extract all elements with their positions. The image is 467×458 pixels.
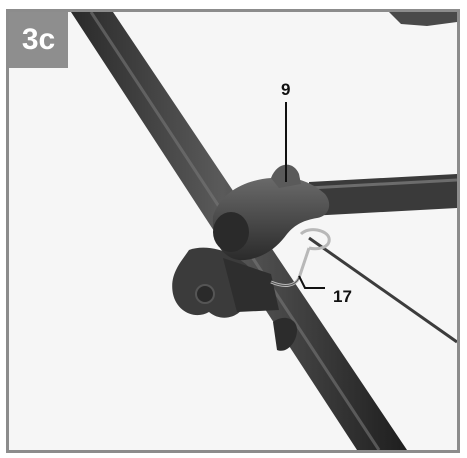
handle-end [213, 212, 249, 252]
wire [308, 236, 457, 344]
leader-line-17 [298, 275, 325, 289]
callout-wire-clip-number: 17 [333, 287, 352, 306]
background-object [389, 12, 457, 26]
photo-frame: 3c 9 17 [6, 9, 460, 453]
clamp-bracket [223, 258, 279, 312]
product-photo [9, 12, 457, 450]
callout-handle-number: 9 [281, 80, 291, 99]
step-label: 3c [9, 12, 68, 68]
tube-right-highlight [308, 178, 457, 190]
knob-bolt [195, 284, 215, 304]
latch [273, 317, 297, 351]
wire-clip-shadow [270, 277, 300, 286]
